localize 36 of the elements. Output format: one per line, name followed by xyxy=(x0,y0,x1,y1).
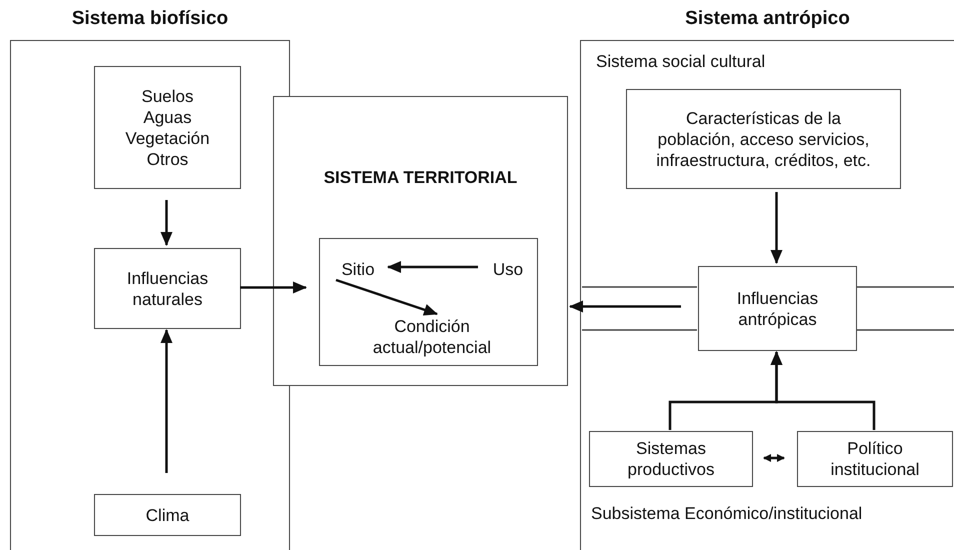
process-box xyxy=(589,431,753,487)
box-label: Características de la población, acceso servicios, infraestructura, créditos, etc. xyxy=(655,108,872,170)
box-label: Político institucional xyxy=(830,438,920,480)
process-box xyxy=(698,266,857,351)
arrow xyxy=(160,329,172,473)
section-label: Sistema social cultural xyxy=(596,51,766,73)
arrow xyxy=(387,261,478,273)
node-label: Sitio xyxy=(341,258,375,280)
section-heading: Sistema biofísico xyxy=(70,7,230,31)
node-label: Uso xyxy=(492,258,524,280)
process-box xyxy=(626,89,901,189)
process-box xyxy=(797,431,953,487)
arrow xyxy=(569,300,681,312)
process-box xyxy=(94,66,241,189)
box-label: Suelos xyxy=(140,86,194,106)
box-label: Aguas xyxy=(142,106,193,128)
arrow xyxy=(160,200,172,246)
arrow xyxy=(240,282,307,294)
box-label: Clima xyxy=(144,504,190,526)
box-label: Sistemas productivos xyxy=(626,438,716,480)
section-heading: Sistema antrópico xyxy=(684,7,851,31)
box-label: Vegetación xyxy=(124,128,211,148)
box-label: Otros xyxy=(146,148,190,170)
process-box xyxy=(94,248,241,329)
arrow xyxy=(763,454,785,462)
arrow xyxy=(770,351,876,430)
box-label: Influencias naturales xyxy=(126,268,210,310)
box-label: Influencias antrópicas xyxy=(736,288,820,330)
inner-box xyxy=(319,238,538,366)
node-label: Condición actual/potencial xyxy=(372,316,492,358)
process-box xyxy=(94,494,241,536)
arrow xyxy=(336,278,438,316)
panel-heading: SISTEMA TERRITORIAL xyxy=(322,167,518,189)
territorial-box xyxy=(273,96,568,386)
arrow xyxy=(770,192,782,264)
section-label: Subsistema Económico/institucional xyxy=(591,503,864,524)
